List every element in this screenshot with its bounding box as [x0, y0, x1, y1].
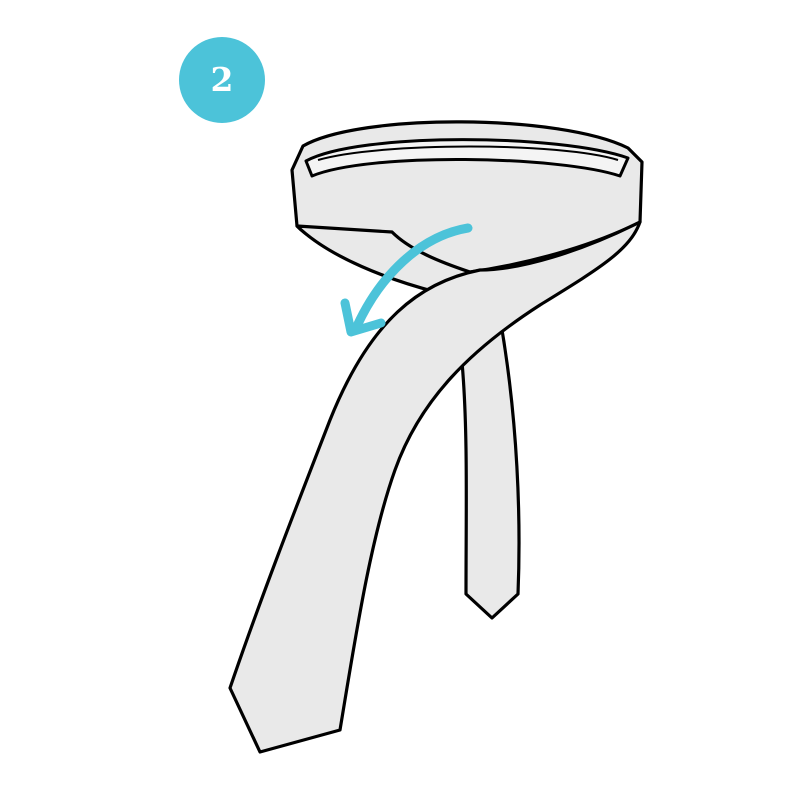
- step-number: 2: [210, 59, 234, 99]
- tie-loop-seam: [317, 145, 619, 161]
- step-badge: 2: [179, 37, 265, 123]
- curved-arrow-down-left-icon: [340, 223, 473, 337]
- tie-wide-blade: [228, 220, 642, 754]
- tie-narrow-blade: [460, 316, 521, 620]
